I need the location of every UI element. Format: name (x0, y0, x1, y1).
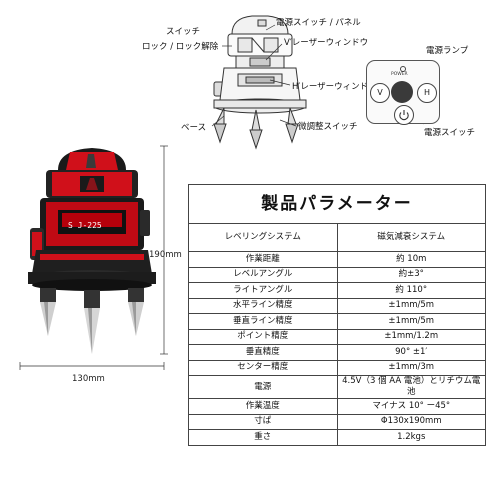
power-icon (399, 110, 409, 121)
param-value: ±1mm/5m (336, 297, 486, 314)
param-label: 電源 (188, 375, 338, 399)
label-h-window: H′レーザーウィンドウ (292, 82, 377, 92)
height-dimension: 190mm (149, 250, 182, 260)
param-value: ±1mm/5m (336, 313, 486, 330)
param-value: マイナス 10° ー45° (336, 398, 486, 415)
label-adjust: 微調整スイッチ (298, 122, 358, 132)
table-row: レベリングシステム磁気減衰システム (188, 223, 486, 252)
param-label: 重さ (188, 429, 338, 446)
param-value: 約±3° (336, 266, 486, 283)
label-lock: ロック / ロック解除 (142, 42, 219, 52)
param-value: 4.5V（3 個 AA 電池）とリチウム電池 (336, 375, 486, 399)
power-button[interactable] (394, 105, 414, 125)
device-diagram: スイッチ ロック / ロック解除 電源スイッチ / パネル V′レーザーウィンド… (0, 0, 500, 150)
panel-center-dial (391, 81, 413, 103)
product-image: S J-225 (0, 140, 185, 390)
param-label: 作業距離 (188, 251, 338, 268)
label-power-lamp: 電源ランプ (426, 46, 469, 56)
label-power-switch: 電源スイッチ (424, 128, 476, 138)
table-row: 垂直ライン精度±1mm/5m (188, 313, 486, 330)
param-label: ポイント精度 (188, 328, 338, 345)
power-lamp-icon (400, 66, 406, 72)
table-row: ライトアングル約 110° (188, 282, 486, 299)
param-value: 約 110° (336, 282, 486, 299)
table-row: レベルアングル約±3° (188, 266, 486, 283)
table-row: 作業温度マイナス 10° ー45° (188, 398, 486, 415)
table-header-row: 製品パラメーター (188, 184, 486, 224)
param-value: 1.2kgs (336, 429, 486, 446)
control-panel: POWER V H (366, 60, 440, 125)
label-switch: スイッチ (166, 27, 201, 37)
label-v-window: V′レーザーウィンドウ (284, 38, 369, 48)
param-label: レベルアングル (188, 266, 338, 283)
param-label: 寸ぱ (188, 413, 338, 430)
label-power-panel: 電源スイッチ / パネル (276, 18, 361, 28)
param-label: 垂直ライン精度 (188, 313, 338, 330)
label-base: ベース (181, 123, 207, 133)
param-label: 水平ライン精度 (188, 297, 338, 314)
table-title: 製品パラメーター (188, 184, 486, 224)
param-value: ±1mm/1.2m (336, 328, 486, 345)
power-text: POWER (391, 72, 408, 77)
param-label: 作業温度 (188, 398, 338, 415)
width-dimension: 130mm (72, 374, 105, 384)
laser-level-photo (19, 145, 168, 370)
table-row: センター精度±1mm/3m (188, 359, 486, 376)
table-row: 水平ライン精度±1mm/5m (188, 297, 486, 314)
param-value: 90° ±1′ (336, 344, 486, 361)
param-value: 約 10m (336, 251, 486, 268)
param-label: ライトアングル (188, 282, 338, 299)
model-label: S J-225 (68, 221, 102, 230)
param-value: ±1mm/3m (336, 359, 486, 376)
v-button[interactable]: V (370, 83, 390, 103)
param-value: Φ130x190mm (336, 413, 486, 430)
table-row: ポイント精度±1mm/1.2m (188, 328, 486, 345)
table-row: 作業距離約 10m (188, 251, 486, 268)
device-line-drawing (211, 15, 425, 150)
param-label: 垂直精度 (188, 344, 338, 361)
param-label: センター精度 (188, 359, 338, 376)
h-button[interactable]: H (417, 83, 437, 103)
param-label: レベリングシステム (188, 223, 338, 252)
param-value: 磁気減衰システム (336, 223, 486, 252)
